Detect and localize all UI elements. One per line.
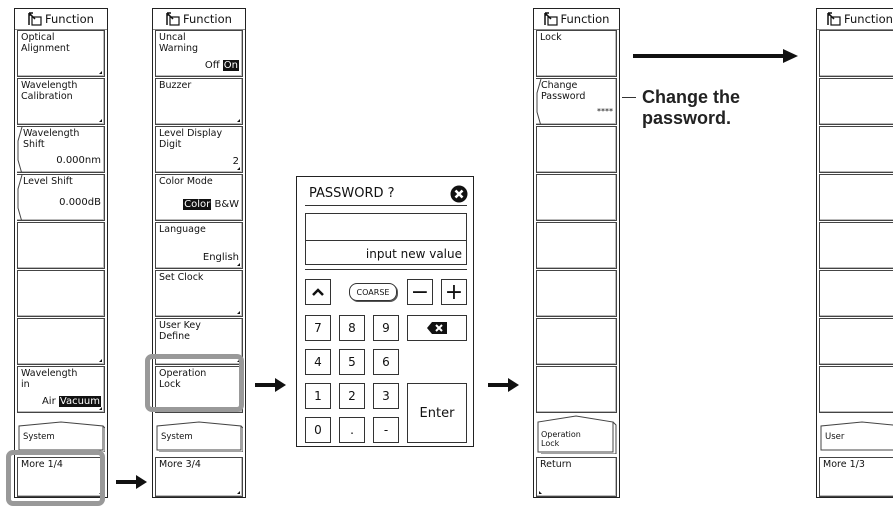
system-tab[interactable] (155, 420, 243, 452)
highlight-frame-operation-lock (145, 354, 244, 412)
return-button[interactable]: Return (536, 457, 617, 497)
operation-lock-button[interactable]: Operation Lock (155, 366, 243, 413)
function-icon (827, 12, 841, 26)
arrow-right-icon (633, 49, 798, 63)
more-3-4-button[interactable]: More 3/4 (155, 457, 243, 497)
blank-soft-key-8[interactable] (819, 366, 893, 413)
key-minus[interactable]: - (373, 417, 399, 443)
system-tab-label: System (161, 432, 193, 442)
key-7[interactable]: 7 (305, 315, 331, 341)
chevron-up-icon (312, 288, 324, 296)
menu-header: Function (153, 9, 245, 30)
blank-soft-key-6[interactable] (536, 366, 617, 413)
menu-header: Function (15, 9, 107, 30)
function-icon (543, 12, 558, 26)
blank-soft-key-2[interactable] (819, 78, 893, 125)
key-0[interactable]: 0 (305, 417, 331, 443)
blank-soft-key-6[interactable] (819, 270, 893, 317)
set-clock-button[interactable]: Set Clock (155, 270, 243, 317)
plus-button[interactable]: + (441, 279, 467, 305)
blank-soft-key-2[interactable] (17, 270, 105, 317)
level-shift-button[interactable]: Level Shift 0.000dB (17, 174, 105, 221)
menu-header: Function (817, 9, 893, 30)
blank-soft-key-1[interactable] (17, 222, 105, 269)
key-4[interactable]: 4 (305, 349, 331, 375)
color-mode-button[interactable]: Color Mode Color B&W (155, 174, 243, 221)
level-display-digit-button[interactable]: Level Display Digit 2 (155, 126, 243, 173)
key-9[interactable]: 9 (373, 315, 399, 341)
key-3[interactable]: 3 (373, 383, 399, 409)
blank-soft-key-3[interactable] (17, 318, 105, 365)
menu-title: Function (844, 12, 893, 26)
user-tab[interactable] (819, 420, 893, 452)
wavelength-shift-button[interactable]: Wavelength Shift 0.000nm (17, 126, 105, 173)
menu-title: Function (560, 12, 610, 26)
key-6[interactable]: 6 (373, 349, 399, 375)
function-menu-panel-2: Function Uncal Warning Off On Buzzer Lev… (152, 8, 246, 498)
blank-soft-key-3[interactable] (536, 222, 617, 269)
input-hint: input new value (365, 247, 462, 261)
callout-leader-line (622, 97, 636, 98)
chevron-up-button[interactable] (305, 279, 331, 305)
password-dialog: PASSWORD ? input new value COARSE − + 7 … (296, 176, 474, 447)
uncal-warning-button[interactable]: Uncal Warning Off On (155, 30, 243, 77)
change-password-callout: Change the password. (642, 87, 741, 128)
menu-header: Function (534, 9, 619, 30)
function-icon (28, 12, 42, 26)
backspace-icon (427, 322, 447, 334)
blank-soft-key-2[interactable] (536, 174, 617, 221)
password-mask: **** (597, 107, 613, 116)
more-1-4-button[interactable]: More 1/4 (17, 457, 105, 497)
key-5[interactable]: 5 (339, 349, 365, 375)
more-1-3-button[interactable]: More 1/3 (819, 457, 893, 497)
optical-alignment-button[interactable]: Optical Alignment (17, 30, 105, 77)
blank-soft-key-3[interactable] (819, 126, 893, 173)
highlight-frame-more (6, 450, 105, 506)
enter-button[interactable]: Enter (407, 383, 467, 443)
arrow-right-icon (255, 378, 286, 392)
arrow-right-icon (116, 475, 147, 489)
function-menu-panel-4: Function User More 1/3 (816, 8, 893, 498)
blank-soft-key-4[interactable] (819, 174, 893, 221)
blank-soft-key-1[interactable] (819, 30, 893, 77)
dialog-title: PASSWORD ? (309, 186, 395, 201)
key-8[interactable]: 8 (339, 315, 365, 341)
user-tab-label: User (825, 432, 845, 442)
backspace-button[interactable] (407, 315, 467, 341)
change-password-button[interactable]: Change Password **** (536, 78, 617, 125)
system-tab-label: System (23, 432, 55, 442)
operation-lock-tab[interactable] (536, 414, 617, 454)
buzzer-button[interactable]: Buzzer (155, 78, 243, 125)
wavelength-calibration-button[interactable]: Wavelength Calibration (17, 78, 105, 125)
key-decimal[interactable]: . (339, 417, 365, 443)
title-divider (305, 205, 467, 206)
blank-soft-key-1[interactable] (536, 126, 617, 173)
function-icon (166, 12, 180, 26)
password-input-field[interactable]: input new value (305, 213, 467, 265)
arrow-right-icon (488, 378, 519, 392)
key-1[interactable]: 1 (305, 383, 331, 409)
blank-soft-key-4[interactable] (536, 270, 617, 317)
key-2[interactable]: 2 (339, 383, 365, 409)
wavelength-in-button[interactable]: Wavelength in Air Vacuum (17, 366, 105, 413)
input-divider (305, 269, 467, 270)
close-icon[interactable] (450, 185, 468, 203)
coarse-button[interactable]: COARSE (349, 283, 397, 301)
function-menu-panel-1: Function Optical Alignment Wavelength Ca… (14, 8, 108, 498)
blank-soft-key-7[interactable] (819, 318, 893, 365)
language-button[interactable]: Language English (155, 222, 243, 269)
menu-title: Function (45, 12, 94, 26)
operation-lock-tab-label: Operation Lock (541, 430, 581, 448)
operation-lock-menu-panel: Function Lock Change Password **** Opera… (533, 8, 620, 498)
blank-soft-key-5[interactable] (536, 318, 617, 365)
lock-button[interactable]: Lock (536, 30, 617, 77)
blank-soft-key-5[interactable] (819, 222, 893, 269)
minus-button[interactable]: − (407, 279, 433, 305)
menu-title: Function (183, 12, 232, 26)
